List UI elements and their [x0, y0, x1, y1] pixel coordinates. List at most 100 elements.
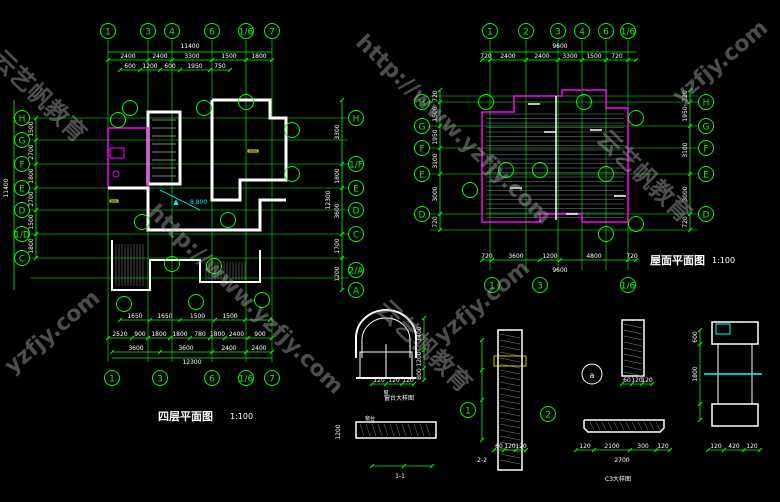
balcony-walls [111, 240, 261, 291]
roof-top-dims-text: 2400 [534, 53, 549, 60]
c3-flashing [715, 323, 731, 335]
window-right-dims-text: 1400 [416, 326, 423, 341]
roof-top-overall: 9600 [552, 43, 567, 50]
plan-callout-9 [254, 292, 270, 308]
axis-bubble-bottom-0-label: 1 [109, 375, 115, 385]
column-section [497, 329, 523, 471]
c3-hatch [637, 421, 643, 431]
floor4-bottom-dims-1-tick [147, 317, 153, 323]
c3-dims-text: 120 [657, 443, 669, 450]
floor4-top-sub-tick [137, 67, 143, 73]
c3-section-bottom [711, 403, 759, 427]
floor4-bottom-dims-1-tick [117, 317, 123, 323]
c3-hatch [613, 421, 619, 431]
c3-dims-tick [653, 447, 659, 453]
roof-top-dims-tick [625, 57, 631, 63]
roof-axis-bubble-right-0-label: H [703, 99, 710, 109]
roof-bottom-dims-tick [625, 257, 631, 263]
floor4-right-overall: 12300 [325, 190, 332, 209]
axis-bubble-right-3 [348, 202, 364, 218]
window-detail-title: 窗台大样图 [384, 395, 415, 402]
floor4-top-sub-text: 600 [124, 63, 136, 70]
roof-axis-bubble-right-4 [698, 206, 714, 222]
floor4-right-dims-text: 1200 [334, 266, 341, 281]
roof-axis-bubble-right-2-label: F [703, 145, 708, 155]
column-hatch [499, 417, 521, 423]
floor4-bottom-dims-3-tick [269, 349, 275, 355]
floor4-top-sub-tick [227, 67, 233, 73]
floor4-bottom-dims-2-tick [167, 335, 173, 341]
floor4-bottom-dims-2-tick [245, 335, 251, 341]
plan-callout-3 [164, 256, 180, 272]
floor4-top-dims-tick [243, 57, 249, 63]
axis-bubble-bottom-3-label: 1/6 [239, 375, 254, 385]
axis-bubble-right-5 [348, 262, 364, 278]
plan-callout-12 [238, 94, 254, 110]
roof-bottom-dims-text: 4800 [586, 253, 601, 260]
roof-axis-bubble-left-1 [414, 118, 430, 134]
window-right-dims-tick [421, 315, 427, 321]
arched-window-outline [355, 309, 417, 358]
column-hatch [499, 429, 521, 435]
column-hatch [499, 441, 521, 447]
column-bottom-dims-tick [491, 447, 497, 453]
roof-left-dims-tick [437, 145, 443, 151]
roof-axis-bubble-left-3 [414, 166, 430, 182]
window-tag: 窗 [383, 389, 388, 396]
window-bottom-dims-tick [369, 381, 375, 387]
floor4-left-dims-tick [33, 137, 39, 143]
roof-axis-bubble-top-1 [518, 23, 534, 39]
floor4-bottom-dims-3-text: 3600 [178, 345, 193, 352]
roof-bottom-dims-text: 3600 [508, 253, 523, 260]
column-hatch [499, 369, 521, 375]
plan-callout-8 [188, 294, 204, 310]
window-bottom-dims-text: 120 [373, 377, 385, 384]
roof-axis-bubble-right-3-label: E [703, 171, 709, 181]
c3-vertical-dims-text: 600 [692, 331, 699, 343]
roof-axis-bubble-left-3-label: E [419, 171, 425, 181]
wall-bottom-dims-text: 60 [623, 377, 631, 384]
floor4-bottom-dims-2-tick [105, 335, 111, 341]
roof-axis-bubble-bottom-0-label: 1 [489, 282, 495, 292]
floor4-bottom-dims-2-tick [145, 335, 151, 341]
wall-hatch [623, 341, 643, 347]
column-band [493, 355, 527, 367]
floor4-top-sub-tick [117, 67, 123, 73]
floor4-left-dims-tick [33, 231, 39, 237]
roof-axis-bubble-right-3 [698, 166, 714, 182]
floor4-top-dims-text: 1800 [251, 53, 266, 60]
roof-axis-bubble-left-2 [414, 140, 430, 156]
floor4-right-dims-tick [339, 231, 345, 237]
roof-top-dims-text: 3300 [562, 53, 577, 60]
floor4-bottom-dims-2-text: 1800 [172, 331, 187, 338]
floor4-left-dims-text: 2700 [28, 191, 35, 206]
wall-hatch [623, 371, 643, 377]
column-bottom-dims-tick [523, 447, 529, 453]
floor4-bottom-overall: 12300 [182, 359, 201, 366]
wall-bottom-dims-tick [619, 381, 625, 387]
roof-callout-3 [576, 94, 592, 110]
column-hatch [499, 411, 521, 417]
column-hatch [499, 459, 521, 465]
axis-bubble-left-0 [14, 110, 30, 126]
c3-sill [583, 419, 665, 433]
roof-axis-bubble-bottom-1 [532, 277, 548, 293]
roof-axis-bubble-bottom-2 [620, 277, 636, 293]
section-marker-1 [460, 402, 476, 418]
column-hatch [499, 345, 521, 351]
corridor-walls [108, 186, 286, 232]
axis-bubble-left-1 [14, 132, 30, 148]
roof-right-dims-tick [687, 171, 693, 177]
floor4-bottom-dims-1-text: 1650 [127, 313, 142, 320]
plan-callout-10 [284, 122, 300, 138]
roof-bottom-dims-text: 1200 [542, 253, 557, 260]
wall-bottom-dims-text: 120 [631, 377, 643, 384]
column-hatch [499, 453, 521, 459]
roof-axis-bubble-top-1-label: 2 [523, 28, 529, 38]
roof-axis-bubble-right-4-label: D [703, 211, 710, 221]
axis-bubble-left-0-label: H [19, 115, 26, 125]
floor4-left-dims-tick [33, 255, 39, 261]
c3-right-bottom-dims-tick [757, 447, 763, 453]
floor4-bottom-dims-3-tick [157, 349, 163, 355]
